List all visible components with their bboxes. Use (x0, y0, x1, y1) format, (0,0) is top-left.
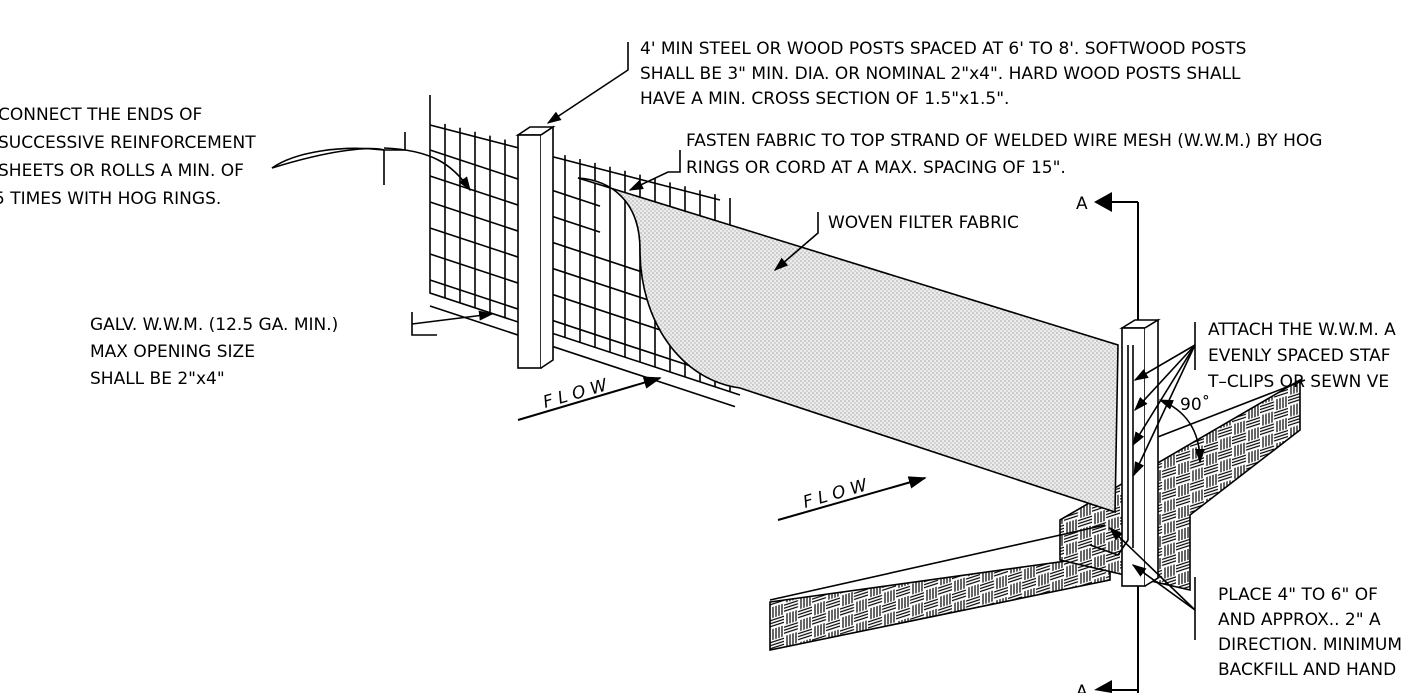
note-fasten-line-1: FASTEN FABRIC TO TOP STRAND OF WELDED WI… (686, 131, 1322, 151)
note-posts-line-3: HAVE A MIN. CROSS SECTION OF 1.5"x1.5". (640, 89, 1009, 109)
note-attach-line-3: T–CLIPS OR SEWN VE (1207, 372, 1389, 392)
note-place-line-2: AND APPROX.. 2" A (1218, 610, 1381, 630)
note-place: PLACE 4" TO 6" OF AND APPROX.. 2" A DIRE… (1218, 585, 1402, 680)
note-attach-line-1: ATTACH THE W.W.M. A (1208, 320, 1396, 340)
note-place-line-1: PLACE 4" TO 6" OF (1218, 585, 1378, 605)
note-fasten: FASTEN FABRIC TO TOP STRAND OF WELDED WI… (686, 131, 1322, 178)
note-galv-line-1: GALV. W.W.M. (12.5 GA. MIN.) (90, 315, 338, 335)
note-posts: 4' MIN STEEL OR WOOD POSTS SPACED AT 6' … (640, 39, 1246, 109)
angle-dimension: 90˚ (1158, 394, 1210, 464)
mesh-horizontal-wire (429, 175, 601, 233)
flow-arrow-upper: F L O W (517, 375, 662, 421)
note-place-line-3: DIRECTION. MINIMUM (1218, 635, 1402, 655)
note-connect: CONNECT THE ENDS OF SUCCESSIVE REINFORCE… (0, 105, 256, 209)
flow-arrow-lower: F L O W (777, 475, 927, 521)
note-galv-line-2: MAX OPENING SIZE (90, 342, 255, 362)
section-marker-top: A (1076, 194, 1088, 214)
flow-label-upper: F L O W (541, 375, 611, 413)
mesh-horizontal-wire (429, 149, 601, 207)
leader-lines (271, 42, 1196, 640)
note-attach-line-2: EVENLY SPACED STAF (1208, 346, 1390, 366)
note-connect-line-1: CONNECT THE ENDS OF (0, 105, 202, 125)
flow-label-lower: F L O W (801, 475, 871, 513)
note-connect-line-2: SUCCESSIVE REINFORCEMENT (0, 133, 256, 153)
note-posts-line-2: SHALL BE 3" MIN. DIA. OR NOMINAL 2"x4". … (640, 64, 1241, 84)
section-marker-bottom: A (1076, 682, 1088, 693)
filter-fabric (577, 177, 1119, 514)
right-post (1089, 318, 1161, 587)
note-galv: GALV. W.W.M. (12.5 GA. MIN.) MAX OPENING… (90, 315, 338, 389)
left-post (515, 125, 556, 369)
note-connect-line-4: 5 TIMES WITH HOG RINGS. (0, 189, 221, 209)
note-place-line-4: BACKFILL AND HAND (1218, 660, 1396, 680)
note-attach: ATTACH THE W.W.M. A EVENLY SPACED STAF T… (1207, 320, 1396, 392)
note-fasten-line-2: RINGS OR CORD AT A MAX. SPACING OF 15". (686, 158, 1066, 178)
note-woven-fabric: WOVEN FILTER FABRIC (828, 213, 1019, 233)
angle-label: 90˚ (1180, 394, 1210, 415)
section-cut-line (1094, 192, 1139, 693)
note-galv-line-3: SHALL BE 2"x4" (90, 369, 225, 389)
mesh-horizontal-wire (429, 305, 736, 408)
note-posts-line-1: 4' MIN STEEL OR WOOD POSTS SPACED AT 6' … (640, 39, 1246, 59)
mesh-horizontal-wire (429, 279, 736, 382)
note-connect-line-3: SHEETS OR ROLLS A MIN. OF (0, 161, 244, 181)
